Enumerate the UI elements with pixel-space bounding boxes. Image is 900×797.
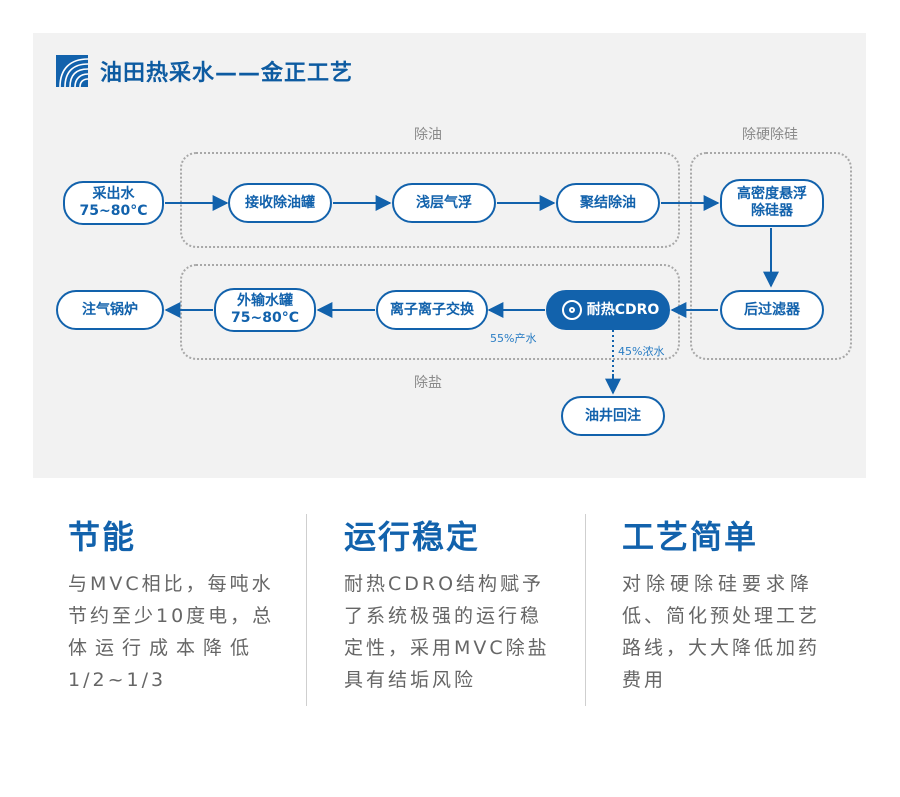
divider-2 xyxy=(585,514,586,706)
node-ion-exchange: 离子离子交换 xyxy=(376,290,488,330)
label-concentrate: 45%浓水 xyxy=(618,345,665,358)
node-produced-water: 采出水 75~80°C xyxy=(63,181,164,225)
node-export-tank: 外输水罐 75~80°C xyxy=(214,288,316,332)
membrane-ring-icon xyxy=(562,300,582,320)
group-label-desalination: 除盐 xyxy=(414,375,442,391)
node-cdro: 耐热CDRO xyxy=(546,290,670,330)
feature-stability: 运行稳定 耐热CDRO结构赋予 了系统极强的运行稳 定性，采用MVC除盐 具有结… xyxy=(344,512,550,696)
feature-simplicity: 工艺简单 对除硬除硅要求降 低、简化预处理工艺 路线，大大降低加药 费用 xyxy=(622,512,820,696)
node-receiving-tank: 接收除油罐 xyxy=(228,183,332,223)
process-panel xyxy=(33,33,866,478)
feature-title: 运行稳定 xyxy=(344,518,481,556)
page-title: 油田热采水——金正工艺 xyxy=(100,61,354,86)
group-label-oil-removal: 除油 xyxy=(414,127,442,143)
divider-1 xyxy=(306,514,307,706)
node-coalescing: 聚结除油 xyxy=(556,183,660,223)
group-hardness-silica xyxy=(690,152,852,360)
feature-energy: 节能 与MVC相比，每吨水 节约至少10度电，总 体运行成本降低 1/2~1/3 xyxy=(68,512,274,696)
feature-title: 工艺简单 xyxy=(622,518,759,556)
group-oil-removal xyxy=(180,152,680,248)
node-reinjection: 油井回注 xyxy=(561,396,665,436)
feature-desc: 与MVC相比，每吨水 节约至少10度电，总 体运行成本降低 1/2~1/3 xyxy=(68,573,275,691)
feature-desc: 对除硬除硅要求降 低、简化预处理工艺 路线，大大降低加药 费用 xyxy=(622,573,821,691)
feature-title: 节能 xyxy=(68,518,137,556)
feature-desc: 耐热CDRO结构赋予 了系统极强的运行稳 定性，采用MVC除盐 具有结垢风险 xyxy=(344,573,550,691)
label-product-water: 55%产水 xyxy=(490,332,537,345)
node-hd-suspension: 高密度悬浮 除硅器 xyxy=(720,179,824,227)
header: 油田热采水——金正工艺 xyxy=(56,54,353,88)
wave-logo-icon xyxy=(56,55,88,87)
node-steam-boiler: 注气锅炉 xyxy=(56,290,164,330)
node-shallow-flotation: 浅层气浮 xyxy=(392,183,496,223)
group-label-hardness-silica: 除硬除硅 xyxy=(742,127,798,143)
node-post-filter: 后过滤器 xyxy=(720,290,824,330)
